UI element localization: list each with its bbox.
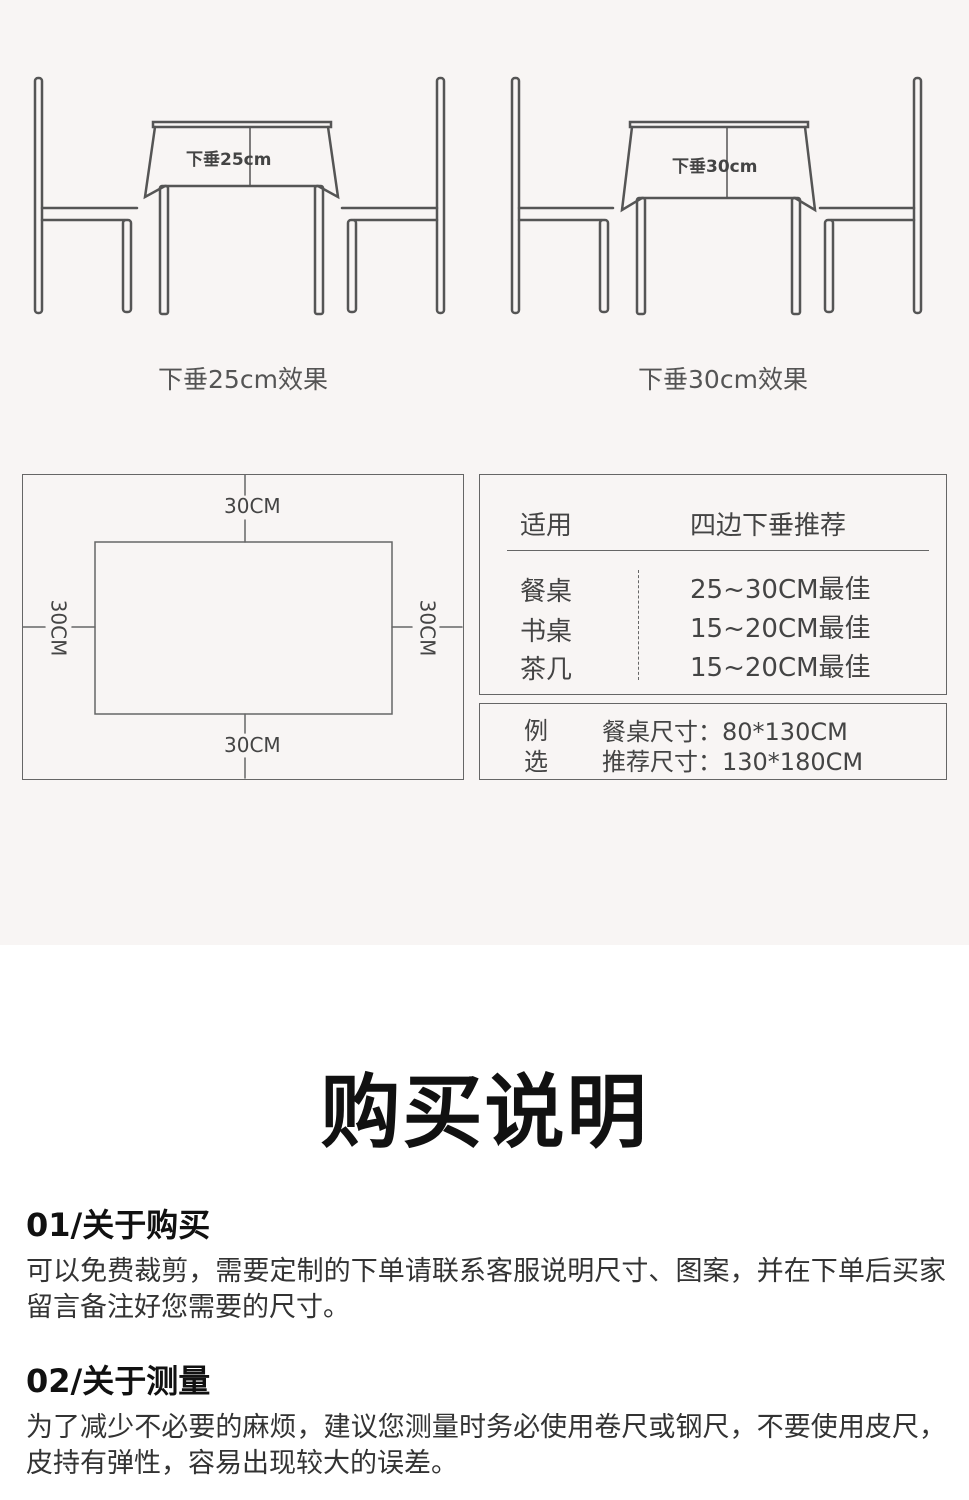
overhang-diagram bbox=[22, 474, 463, 779]
scene-30cm bbox=[510, 76, 923, 316]
table-drape-illustration bbox=[22, 76, 923, 779]
row-use: 茶几 bbox=[520, 655, 573, 685]
row-value: 15~20CM最佳 bbox=[690, 614, 871, 644]
example-label-1: 例 bbox=[524, 717, 548, 745]
example-recommended-size: 推荐尺寸：130*180CM bbox=[602, 748, 864, 776]
row-use: 书桌 bbox=[520, 617, 573, 647]
example-label-2: 选 bbox=[524, 748, 548, 776]
scene-25cm bbox=[33, 76, 446, 316]
recommend-table: 适用 四边下垂推荐 餐桌 25~30CM最佳 书桌 15~20CM最佳 茶几 1… bbox=[479, 474, 947, 695]
overhang-bottom: 30CM bbox=[224, 733, 281, 757]
drape-label-25: 下垂25cm bbox=[186, 150, 272, 170]
header-use: 适用 bbox=[520, 511, 573, 541]
overhang-left: 30CM bbox=[46, 599, 71, 657]
purchase-title: 购买说明 bbox=[320, 1066, 649, 1159]
caption-25cm: 下垂25cm效果 bbox=[158, 365, 328, 394]
row-use: 餐桌 bbox=[520, 577, 573, 607]
overhang-right: 30CM bbox=[415, 599, 440, 657]
row-value: 15~20CM最佳 bbox=[690, 653, 871, 683]
header-recommend: 四边下垂推荐 bbox=[690, 511, 847, 541]
row-value: 25~30CM最佳 bbox=[690, 575, 871, 605]
example-table-size: 餐桌尺寸：80*130CM bbox=[602, 718, 848, 746]
column-divider bbox=[638, 570, 639, 680]
section-text: 可以免费裁剪，需要定制的下单请联系客服说明尺寸、图案，并在下单后买家留言备注好您… bbox=[26, 1256, 946, 1323]
section-text: 为了减少不必要的麻烦，建议您测量时务必使用卷尺或钢尺，不要使用皮尺，皮持有弹性，… bbox=[26, 1412, 946, 1479]
example-box: 例 选 餐桌尺寸：80*130CM 推荐尺寸：130*180CM bbox=[479, 703, 947, 780]
overhang-top: 30CM bbox=[224, 494, 281, 518]
overhang-diagram-frame bbox=[22, 474, 464, 780]
section-heading: 01/关于购买 bbox=[26, 1206, 211, 1244]
section-heading: 02/关于测量 bbox=[26, 1362, 211, 1400]
caption-30cm: 下垂30cm效果 bbox=[638, 365, 808, 394]
header-divider bbox=[507, 550, 929, 551]
drape-label-30: 下垂30cm bbox=[672, 157, 758, 177]
